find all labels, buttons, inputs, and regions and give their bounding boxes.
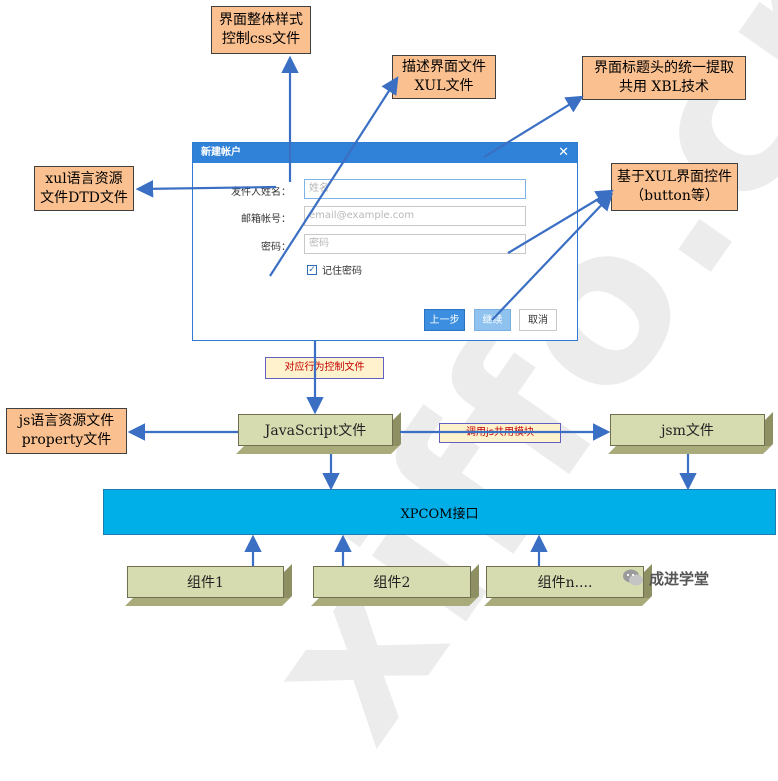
remember-checkbox[interactable]: ✓ bbox=[307, 265, 317, 275]
close-icon[interactable]: ✕ bbox=[558, 145, 569, 160]
note-dtd-line2: 文件DTD文件 bbox=[40, 189, 128, 206]
remember-label: 记住密码 bbox=[322, 266, 362, 277]
componentn-label: 组件n.... bbox=[486, 566, 644, 598]
new-account-dialog: 新建帐户 ✕ 发件人姓名： 姓名 邮箱帐号： email@example.com… bbox=[192, 142, 578, 341]
jsm-module-label: 调用js共用模块 bbox=[439, 423, 561, 443]
note-xul-line1: 描述界面文件 bbox=[402, 59, 486, 75]
javascript-block: JavaScript文件 bbox=[236, 412, 401, 454]
note-widgets-line1: 基于XUL界面控件 bbox=[616, 169, 733, 185]
javascript-block-label: JavaScript文件 bbox=[238, 414, 393, 446]
note-css-line1: 界面整体样式 bbox=[219, 12, 303, 28]
next-button[interactable]: 继续 bbox=[474, 309, 511, 331]
behavior-label: 对应行为控制文件 bbox=[265, 357, 384, 379]
note-widgets-line2: （button等） bbox=[630, 188, 719, 204]
note-property: js语言资源文件 property文件 bbox=[6, 408, 127, 454]
brand-name: 成进学堂 bbox=[649, 570, 710, 588]
note-xul-line2: XUL文件 bbox=[414, 78, 474, 94]
password-label: 密码： bbox=[261, 242, 291, 253]
wechat-icon bbox=[623, 569, 643, 586]
sender-name-label: 发件人姓名： bbox=[231, 187, 291, 198]
note-xbl: 界面标题头的统一提取 共用 XBL技术 bbox=[582, 56, 746, 100]
note-xbl-line2: 共用 XBL技术 bbox=[618, 79, 709, 95]
sender-name-input[interactable]: 姓名 bbox=[304, 179, 526, 199]
email-label: 邮箱帐号： bbox=[241, 214, 291, 225]
note-dtd: xul语言资源 文件DTD文件 bbox=[34, 166, 134, 211]
dialog-title-bar: 新建帐户 ✕ bbox=[193, 143, 577, 163]
jsm-block: jsm文件 bbox=[608, 412, 773, 454]
componentn-block: 组件n.... bbox=[484, 564, 652, 606]
email-input[interactable]: email@example.com bbox=[304, 206, 526, 226]
note-xbl-line1: 界面标题头的统一提取 bbox=[594, 60, 734, 76]
note-property-line1: js语言资源文件 bbox=[18, 413, 115, 429]
note-xul: 描述界面文件 XUL文件 bbox=[392, 55, 496, 99]
prev-button[interactable]: 上一步 bbox=[424, 309, 465, 331]
cancel-button[interactable]: 取消 bbox=[519, 309, 557, 331]
xpcom-label: XPCOM接口 bbox=[400, 506, 479, 522]
note-property-line2: property文件 bbox=[21, 432, 112, 448]
component2-label: 组件2 bbox=[313, 566, 471, 598]
xpcom-interface-bar: XPCOM接口 bbox=[103, 489, 776, 535]
dialog-title: 新建帐户 bbox=[201, 147, 241, 158]
watermark-text: xiffo.cn bbox=[215, 0, 778, 781]
note-css-line2: 控制css文件 bbox=[221, 31, 301, 47]
password-input[interactable]: 密码 bbox=[304, 234, 526, 254]
jsm-block-label: jsm文件 bbox=[610, 414, 765, 446]
component1-block: 组件1 bbox=[125, 564, 292, 606]
note-widgets: 基于XUL界面控件 （button等） bbox=[611, 163, 738, 211]
component1-label: 组件1 bbox=[127, 566, 284, 598]
note-dtd-line1: xul语言资源 bbox=[45, 170, 123, 187]
component2-block: 组件2 bbox=[311, 564, 479, 606]
note-css: 界面整体样式 控制css文件 bbox=[211, 6, 311, 54]
